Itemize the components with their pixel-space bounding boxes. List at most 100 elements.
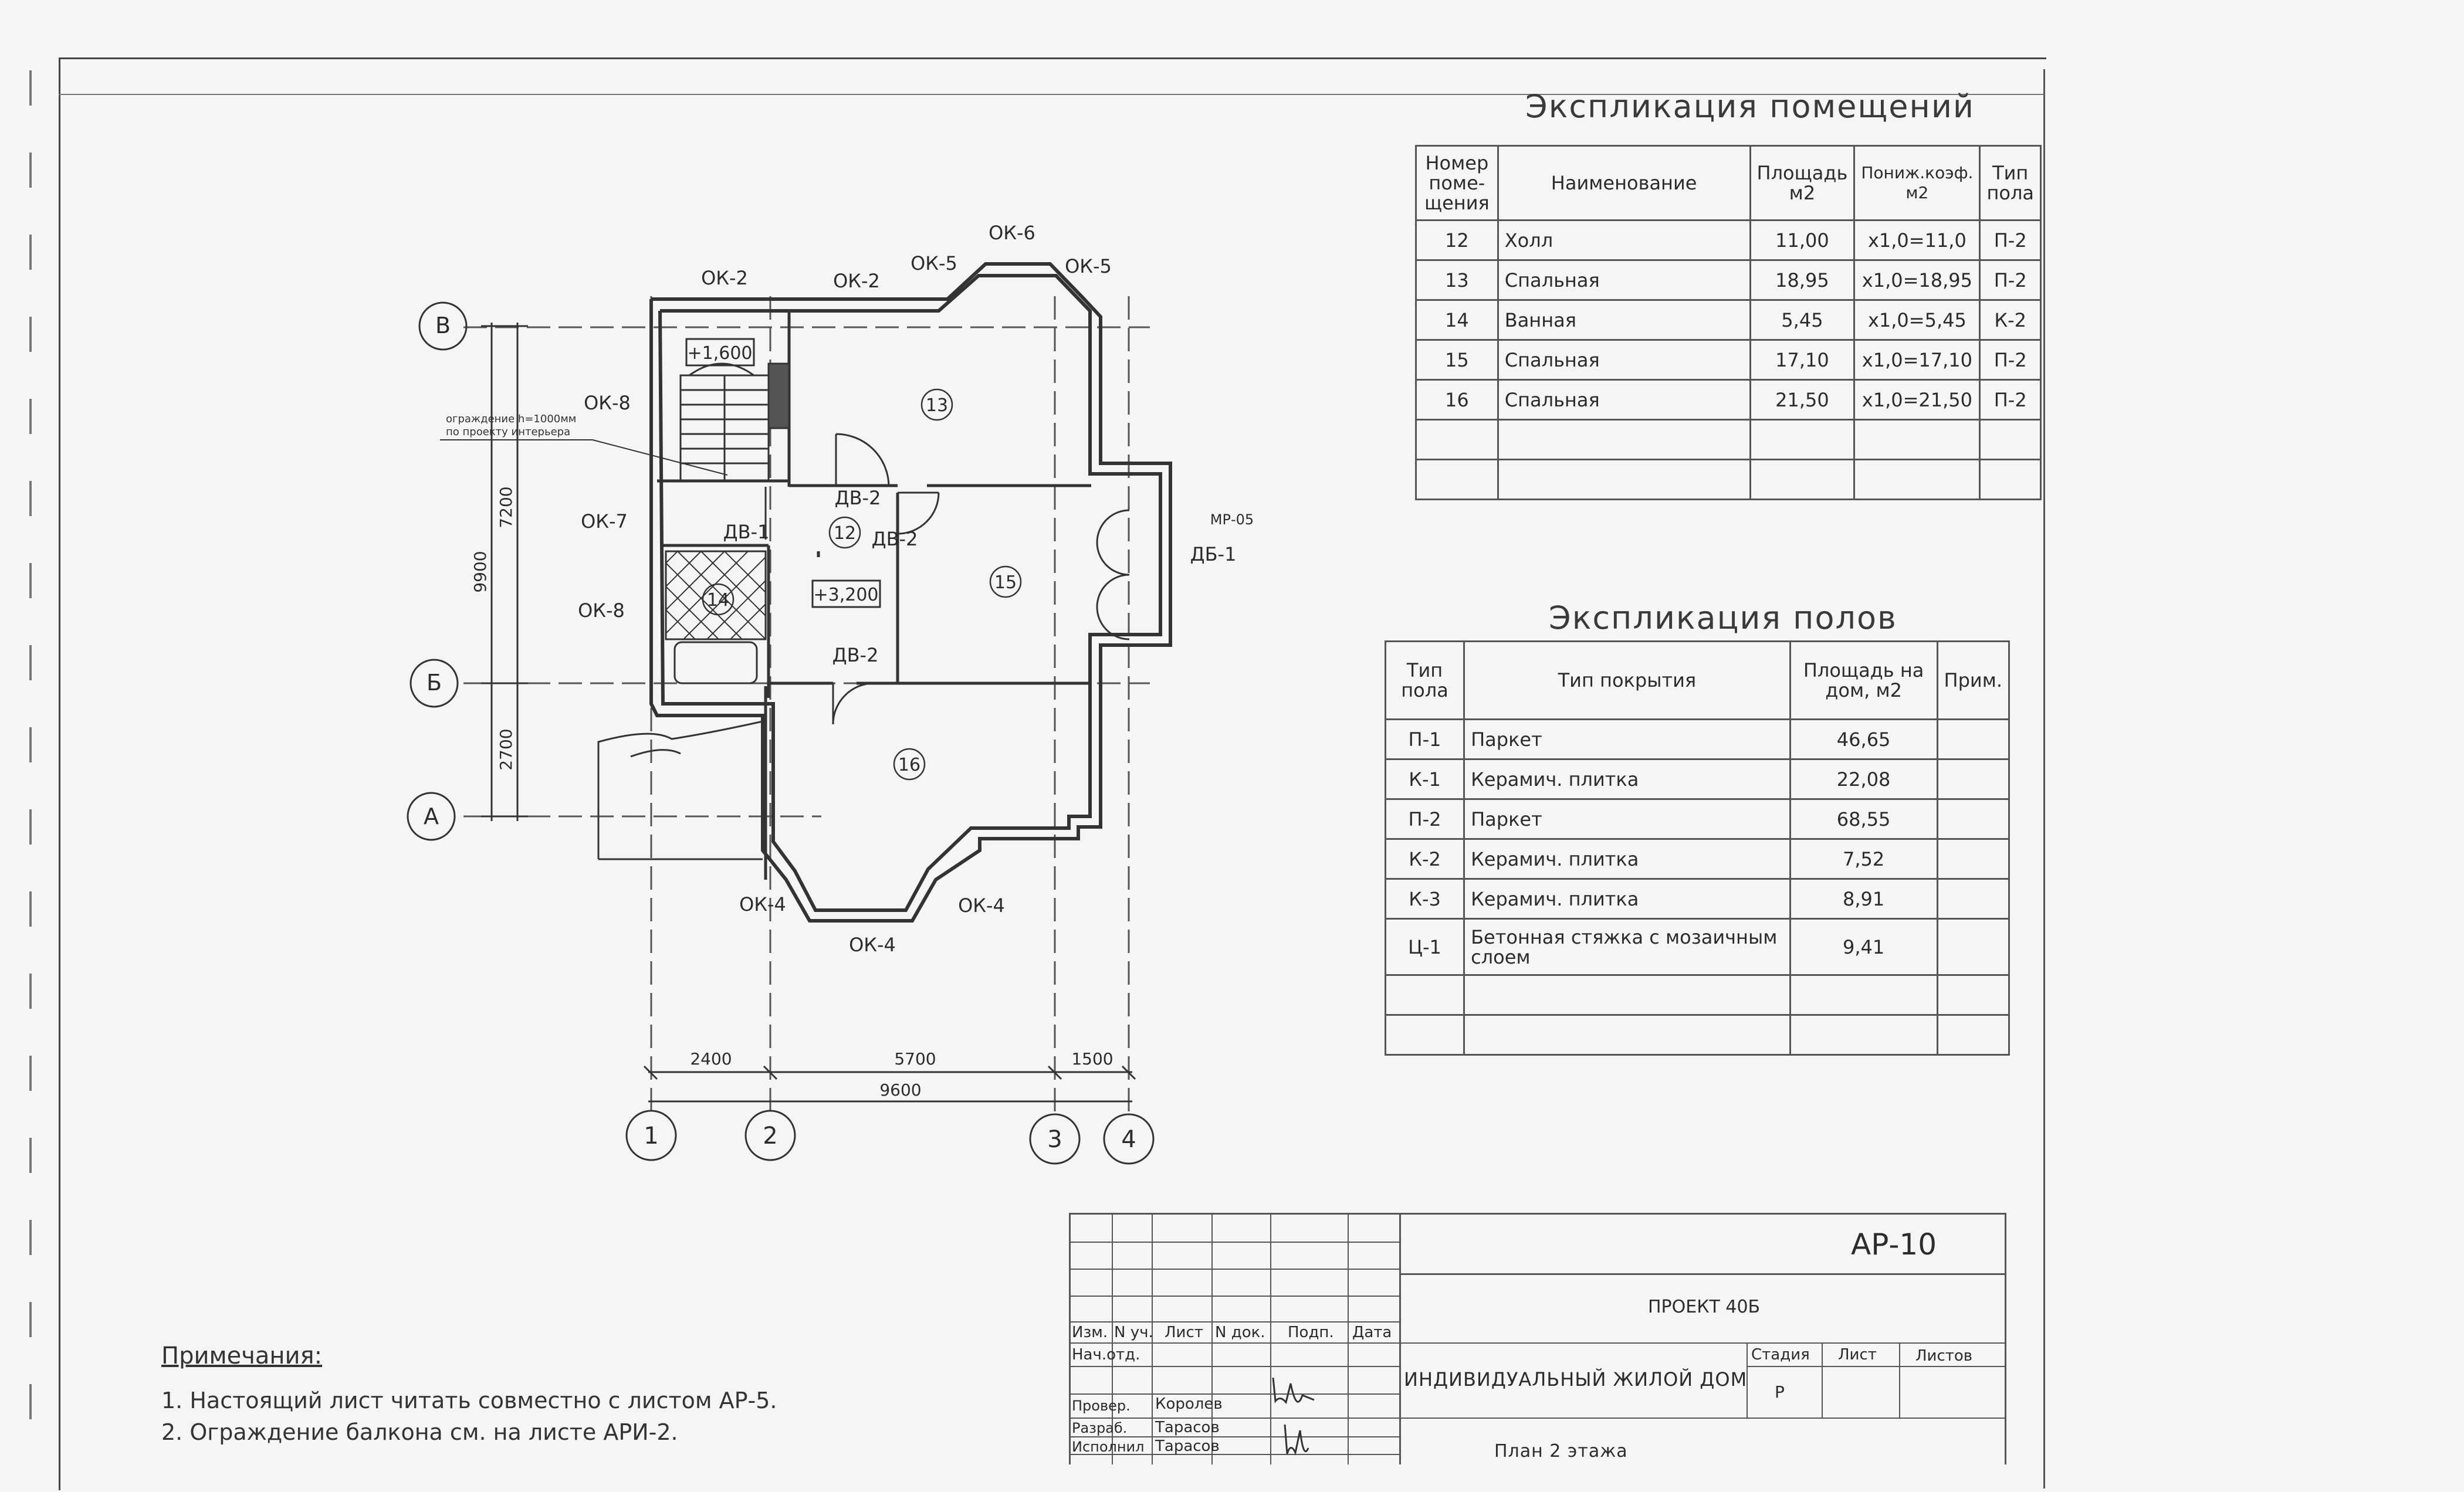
table-row-empty (1415, 459, 2042, 500)
door-label: ДВ-2 (835, 487, 881, 509)
stamp-col-header: N док. (1215, 1324, 1265, 1341)
dim-9900: 9900 (471, 551, 490, 592)
door-label: ДВ-2 (872, 528, 918, 550)
stamp-role: Исполнил (1072, 1439, 1145, 1455)
project-name: ПРОЕКТ 40Б (1648, 1297, 1761, 1317)
window-label: ОК-8 (578, 599, 625, 622)
window-label: ОК-8 (584, 392, 631, 414)
window-label: ОК-5 (911, 252, 957, 274)
rooms-col-number: Номер поме- щения (1415, 145, 1499, 221)
axis-label-b: Б (427, 670, 442, 696)
stamp-role: Провер. (1072, 1398, 1131, 1414)
stamp-name: Королев (1155, 1395, 1223, 1413)
stamp-col-header: Подп. (1288, 1324, 1334, 1341)
axis-label-a: А (424, 803, 439, 829)
railing-note: ограждение h=1000мм по проекту интерьера (446, 413, 577, 438)
sheet-frame-right (2043, 69, 2045, 1488)
notes: Примечания: 1. Настоящий лист читать сов… (161, 1340, 777, 1448)
dim-2400: 2400 (690, 1049, 732, 1069)
window-label: ОК-4 (739, 893, 786, 915)
dim-2700: 2700 (496, 728, 516, 770)
door-label: ДБ-1 (1190, 543, 1237, 565)
binder-holes (23, 0, 35, 1492)
stamp-role: Нач.отд. (1072, 1346, 1140, 1364)
room-number: 15 (994, 572, 1017, 593)
title-block: Изм. N уч. Лист N док. Подп. Дата Нач.от… (1069, 1213, 2006, 1464)
window-label: ОК-5 (1065, 255, 1112, 277)
floors-col-note: Прим. (1936, 640, 2011, 720)
sheet-frame (59, 57, 2046, 1490)
floors-col-cover: Тип покрытия (1463, 640, 1791, 720)
stage-header: Лист (1838, 1346, 1877, 1364)
rooms-col-area: Площадь м2 (1749, 145, 1856, 221)
note-item: 1. Настоящий лист читать совместно с лис… (161, 1388, 777, 1413)
dim-9600: 9600 (879, 1080, 921, 1100)
window-label: ОК-2 (701, 267, 748, 289)
stamp-col-header: Дата (1352, 1324, 1392, 1341)
stamp-col-header: Лист (1165, 1324, 1203, 1341)
dim-1500: 1500 (1071, 1049, 1113, 1069)
floors-col-area: Площадь на дом, м2 (1789, 640, 1938, 720)
rooms-col-coef: Пониж.коэф. м2 (1853, 145, 1981, 221)
axis-label-v: В (435, 313, 451, 338)
room-number: 13 (926, 395, 948, 416)
window-label: ОК-4 (849, 934, 896, 956)
rooms-col-name: Наименование (1497, 145, 1751, 221)
stage-header: Листов (1915, 1347, 1973, 1365)
window-label: ОК-7 (581, 510, 628, 533)
dim-7200: 7200 (496, 486, 516, 528)
table-row-empty (1384, 974, 2011, 1016)
rooms-table: Номер поме- щения Наименование Площадь м… (1415, 145, 2042, 500)
room-number: 14 (707, 590, 729, 611)
object-name: ИНДИВИДУАЛЬНЫЙ ЖИЛОЙ ДОМ (1404, 1368, 1748, 1391)
signature (1272, 1377, 1315, 1456)
axis-label-3: 3 (1047, 1126, 1062, 1153)
sheet-frame-line (59, 94, 2045, 95)
table-row-empty (1384, 1014, 2011, 1056)
stamp-col-header: N уч. (1114, 1324, 1153, 1341)
window-label: ОК-4 (958, 894, 1005, 917)
axis-label-2: 2 (763, 1123, 777, 1149)
sheet-code: АР-10 (1851, 1227, 1937, 1262)
floors-table-title: Экспликация полов (1549, 599, 1897, 636)
axis-label-4: 4 (1121, 1126, 1136, 1153)
drawing-name: План 2 этажа (1494, 1441, 1628, 1462)
floors-table: Тип пола Тип покрытия Площадь на дом, м2… (1384, 640, 2011, 1056)
stage-header: Стадия (1751, 1346, 1810, 1364)
table-row-empty (1415, 419, 2042, 460)
dim-5700: 5700 (894, 1049, 936, 1069)
floors-col-type: Тип пола (1384, 640, 1465, 720)
notes-title: Примечания: (161, 1342, 323, 1369)
stage-value: Р (1775, 1382, 1785, 1402)
stamp-name: Тарасов (1155, 1419, 1220, 1436)
level-mark: +3,200 (813, 585, 878, 605)
window-label: ОК-2 (833, 270, 880, 292)
room-number: 16 (898, 755, 920, 775)
stamp-col-header: Изм. (1072, 1324, 1108, 1341)
level-mark: +1,600 (687, 343, 752, 364)
rooms-table-title: Экспликация помещений (1525, 88, 1975, 125)
rooms-col-floor: Тип пола (1979, 145, 2042, 221)
axis-label-1: 1 (644, 1123, 658, 1149)
window-label: МР-05 (1210, 511, 1254, 528)
note-item: 2. Ограждение балкона см. на листе АРИ-2… (161, 1419, 678, 1445)
door-label: ДВ-2 (832, 644, 879, 666)
stamp-role: Разраб. (1072, 1420, 1128, 1436)
stamp-name: Тарасов (1155, 1437, 1220, 1455)
room-number: 12 (834, 523, 856, 544)
window-label: ОК-6 (989, 222, 1035, 244)
door-label: ДВ-1 (723, 521, 770, 543)
